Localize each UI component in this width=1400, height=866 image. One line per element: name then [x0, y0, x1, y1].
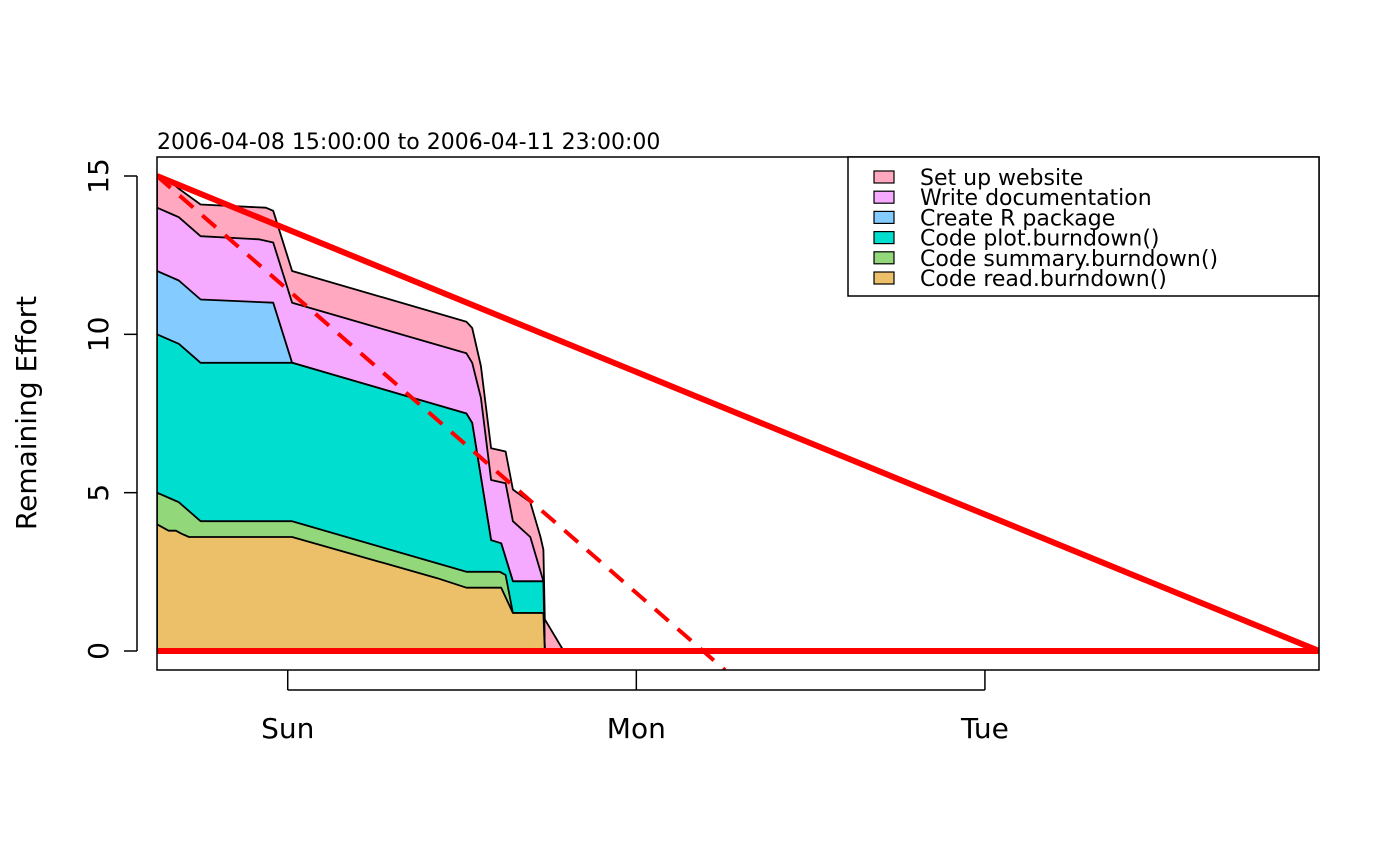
y-tick-label: 0	[82, 642, 115, 660]
x-tick-label: Tue	[960, 712, 1009, 745]
stacked-areas	[157, 175, 565, 652]
legend-swatch	[873, 271, 895, 285]
legend-label: Code plot.burndown()	[920, 227, 1160, 252]
y-tick-label: 5	[82, 484, 115, 502]
y-tick-label: 15	[82, 158, 115, 194]
legend-label: Set up website	[920, 166, 1083, 191]
x-tick-label: Sun	[261, 712, 314, 745]
ideal-lines	[157, 173, 1319, 670]
chart-subtitle: 2006-04-08 15:00:00 to 2006-04-11 23:00:…	[157, 130, 660, 155]
legend-label: Create R package	[920, 206, 1115, 231]
x-tick-label: Mon	[607, 712, 666, 745]
legend-label: Code read.burndown()	[920, 267, 1167, 292]
y-axis: 0 5 10 15	[82, 158, 138, 660]
ideal-rate-dashed-line	[157, 174, 727, 670]
x-axis: Sun Mon Tue	[261, 670, 1009, 745]
y-axis-label: Remaining Effort	[10, 296, 43, 530]
legend-swatch	[873, 190, 895, 204]
y-tick-label: 10	[82, 317, 115, 353]
area-code-read-burndown	[157, 523, 546, 652]
legend-box	[847, 156, 1320, 297]
legend-swatch	[873, 170, 895, 184]
legend-swatch	[873, 251, 895, 265]
legend-swatch	[873, 210, 895, 224]
legend-swatch	[873, 231, 895, 245]
plot-frame	[156, 156, 1320, 671]
legend-label: Code summary.burndown()	[920, 247, 1218, 272]
ideal-burndown-line	[157, 173, 1319, 654]
legend-label: Write documentation	[920, 186, 1152, 211]
